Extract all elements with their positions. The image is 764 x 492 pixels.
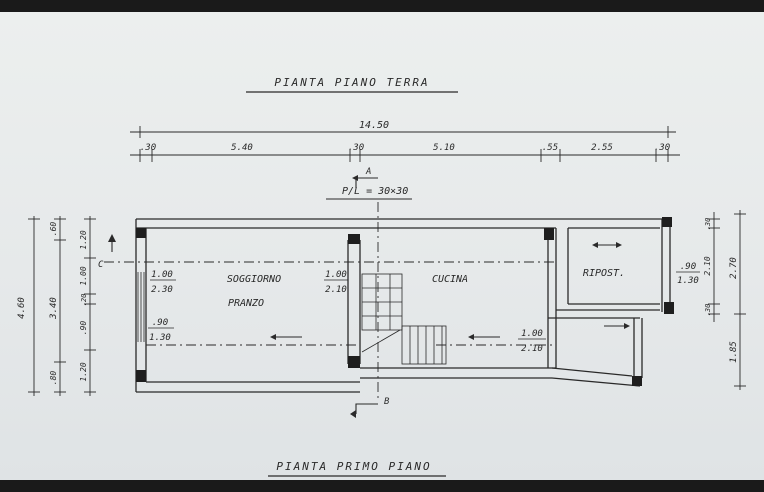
right-dimension-chains: .30 2.10 .30 2.70 1.85	[703, 210, 746, 390]
left-dimension-chains: 4.60 .60 3.40 .80 1.20 1.00 .20 .90 1.20	[17, 216, 96, 396]
svg-text:1.00: 1.00	[521, 329, 543, 339]
room-cucina: CUCINA	[432, 274, 468, 285]
svg-text:1.30: 1.30	[677, 276, 699, 286]
title-top-text: PIANTA PIANO TERRA	[274, 76, 429, 89]
room-ripost: RIPOST.	[583, 268, 625, 279]
svg-text:1.00: 1.00	[151, 270, 173, 280]
direction-arrows	[270, 242, 630, 340]
dim-seg-3: .30	[348, 143, 364, 153]
svg-text:C: C	[98, 260, 104, 270]
dim-left-outer: 4.60	[17, 297, 27, 319]
opening-w1: 1.00 2.30	[150, 270, 176, 295]
title-top: PIANTA PIANO TERRA	[246, 76, 458, 93]
svg-text:B: B	[384, 397, 390, 407]
dim-seg-5: .55	[542, 143, 558, 153]
drawing-sheet: PIANTA PIANO TERRA PIANTA PRIMO PIANO 14…	[0, 12, 764, 480]
opening-w2: .90 1.30	[148, 318, 174, 343]
section-line-horizontal	[104, 202, 556, 402]
svg-text:2.10: 2.10	[703, 256, 712, 275]
dim-total: 14.50	[359, 120, 389, 131]
title-bottom-text: PIANTA PRIMO PIANO	[276, 460, 431, 473]
svg-text:P/L = 30×30: P/L = 30×30	[342, 186, 408, 197]
opening-d2: 1.00 2.10	[518, 329, 546, 354]
dim-right-270: 2.70	[729, 257, 739, 279]
dim-seg-7: .30	[654, 143, 670, 153]
building-walls	[135, 218, 671, 393]
svg-text:.30: .30	[704, 218, 712, 231]
room-soggiorno: SOGGIORNO	[227, 274, 281, 285]
svg-text:.30: .30	[704, 304, 712, 317]
svg-text:1.30: 1.30	[149, 333, 171, 343]
opening-w3: .90 1.30	[676, 262, 700, 286]
svg-text:2.10: 2.10	[325, 285, 347, 295]
svg-text:A: A	[365, 167, 371, 177]
svg-text:.90: .90	[152, 318, 168, 328]
left-wall-window	[137, 272, 145, 342]
opening-d1: 1.00 2.10	[324, 270, 348, 295]
pilasters	[136, 217, 674, 386]
dim-right-185: 1.85	[729, 341, 739, 363]
room-pranzo: PRANZO	[228, 298, 264, 309]
svg-text:1.00: 1.00	[79, 266, 88, 285]
section-mark-b: B	[350, 397, 390, 418]
dim-seg-1: .30	[140, 143, 156, 153]
svg-text:2.30: 2.30	[151, 285, 173, 295]
svg-text:1.20: 1.20	[79, 230, 88, 249]
svg-text:2.10: 2.10	[521, 344, 543, 354]
dim-left-mid-top: .60	[49, 222, 58, 237]
svg-text:.90: .90	[79, 321, 88, 336]
title-bottom: PIANTA PRIMO PIANO	[268, 460, 446, 477]
section-mark-c: C	[98, 234, 116, 270]
section-mark-a: A	[352, 167, 378, 188]
dim-seg-4: 5.10	[433, 143, 455, 153]
svg-text:.20: .20	[80, 294, 88, 307]
svg-text:.90: .90	[680, 262, 696, 272]
svg-text:1.20: 1.20	[79, 362, 88, 381]
staircase	[361, 273, 447, 365]
svg-text:1.00: 1.00	[325, 270, 347, 280]
top-dimension-chain: 14.50 .30 5.40 .30 5.10 .55 2.55 .30	[130, 120, 680, 162]
dim-left-mid-bottom: .80	[49, 371, 58, 386]
dim-seg-6: 2.55	[591, 143, 613, 153]
dim-left-mid: 3.40	[49, 297, 59, 320]
dim-seg-2: 5.40	[231, 143, 253, 153]
floor-plan-drawing: PIANTA PIANO TERRA PIANTA PRIMO PIANO 14…	[17, 76, 746, 477]
pilaster-label: P/L = 30×30	[326, 186, 412, 200]
